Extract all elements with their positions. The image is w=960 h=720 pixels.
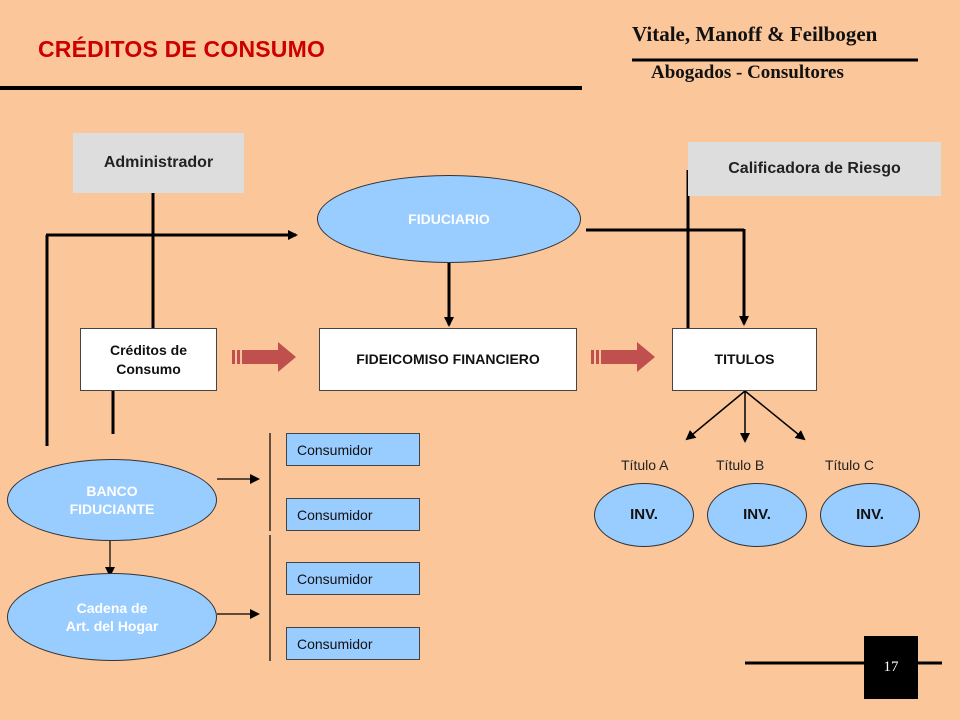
creditos-to-fideicomiso-block-arrow <box>232 342 296 372</box>
page-title: CRÉDITOS DE CONSUMO <box>38 36 326 62</box>
fideicomiso-box: FIDEICOMISO FINANCIERO <box>319 328 577 391</box>
cadena-label-line1: Cadena de <box>76 599 148 616</box>
cadena-ellipse: Cadena de Art. del Hogar <box>7 573 217 661</box>
banco-fiduciante-ellipse: BANCO FIDUCIANTE <box>7 459 217 541</box>
fideicomiso-to-titulos-block-arrow <box>591 342 655 372</box>
fiduciario-ellipse: FIDUCIARIO <box>317 175 581 263</box>
firm-name: Vitale, Manoff & Feilbogen <box>632 22 878 46</box>
titulo-b-label: Título B <box>716 457 765 473</box>
administrador-box: Administrador <box>73 133 244 193</box>
titulos-to-c-arrow <box>744 390 806 441</box>
titulos-box: TITULOS <box>672 328 817 391</box>
page-number: 17 <box>864 636 918 699</box>
calificadora-box: Calificadora de Riesgo <box>688 142 941 196</box>
investor-ellipse-c: INV. <box>820 483 920 547</box>
creditos-box: Créditos de Consumo <box>80 328 217 391</box>
consumidor-box-3: Consumidor <box>286 562 420 595</box>
investor-ellipse-b: INV. <box>707 483 807 547</box>
consumidor-box-4: Consumidor <box>286 627 420 660</box>
creditos-label-line2: Consumo <box>116 360 181 377</box>
titulo-c-label: Título C <box>825 457 875 473</box>
creditos-label-line1: Créditos de <box>109 341 187 358</box>
titulo-a-label: Título A <box>621 457 669 473</box>
investor-ellipse-a: INV. <box>594 483 694 547</box>
titulos-to-a-arrow <box>685 390 746 441</box>
banco-label-line2: FIDUCIANTE <box>69 501 155 517</box>
cadena-label-line2: Art. del Hogar <box>65 618 159 634</box>
consumidor-box-2: Consumidor <box>286 498 420 531</box>
firm-subtitle: Abogados - Consultores <box>651 62 844 83</box>
consumidor-box-1: Consumidor <box>286 433 420 466</box>
banco-label-line1: BANCO <box>86 482 138 499</box>
